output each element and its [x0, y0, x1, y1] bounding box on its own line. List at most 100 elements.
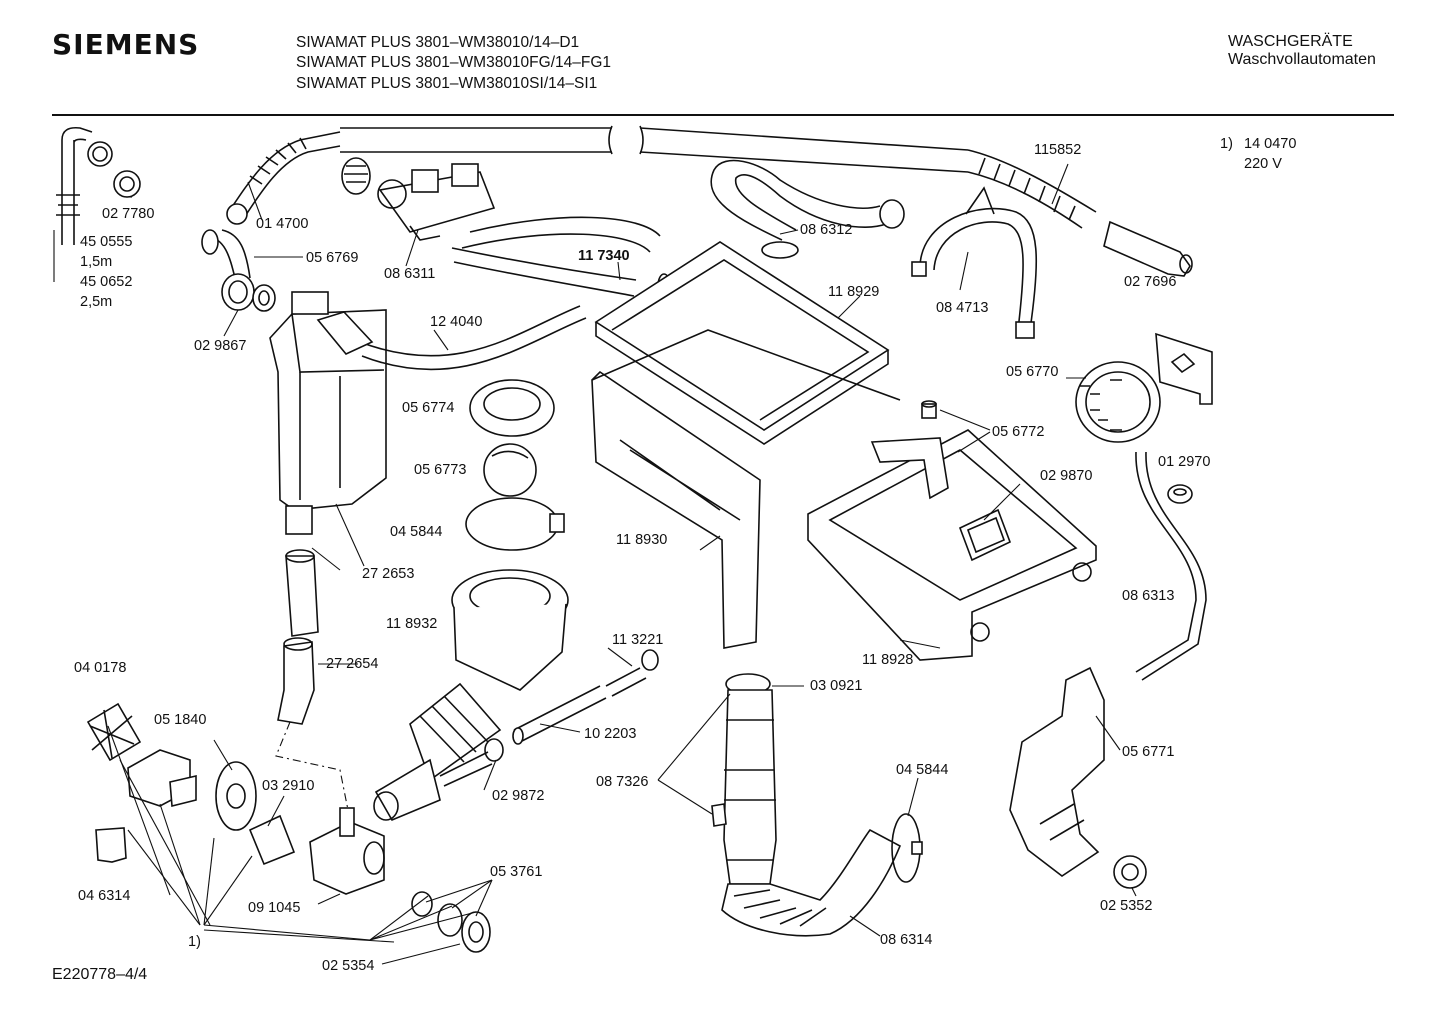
label-051840: 05 1840 — [154, 712, 206, 728]
grommet-025352 — [1113, 855, 1147, 889]
pressure-switch — [1075, 361, 1161, 443]
label-056769: 05 6769 — [306, 250, 358, 266]
label-030921: 03 0921 — [810, 678, 862, 694]
tube-113221 — [605, 649, 659, 697]
label-124040: 12 4040 — [430, 314, 482, 330]
model-line-2: SIWAMAT PLUS 3801–WM38010FG/14–FG1 — [296, 54, 612, 71]
label-118929: 11 8929 — [828, 284, 879, 300]
label-086313: 08 6313 — [1122, 588, 1174, 604]
drain-hose-086314 — [721, 828, 902, 937]
label-102203: 10 2203 — [584, 726, 636, 742]
ball-056773 — [483, 443, 537, 497]
label-027780: 02 7780 — [102, 206, 154, 222]
label-056772: 05 6772 — [992, 424, 1044, 440]
label-046314: 04 6314 — [78, 888, 130, 904]
label-118928: 11 8928 — [862, 652, 913, 668]
valve-hose-117340 — [451, 216, 671, 299]
label-118930: 11 8930 — [616, 532, 667, 548]
label-029867: 02 9867 — [194, 338, 246, 354]
ring-029872 — [439, 738, 504, 787]
label-027696: 02 7696 — [1124, 274, 1176, 290]
motor-block — [127, 749, 197, 808]
label-272654: 27 2654 — [326, 656, 378, 672]
air-chamber — [269, 291, 387, 535]
label-029872: 02 9872 — [492, 788, 544, 804]
valve-filter — [341, 157, 371, 195]
drain-hose-elbow — [53, 126, 113, 282]
footnote-voltage: 220 V — [1244, 156, 1282, 172]
tube-272653 — [285, 549, 319, 637]
label-014700: 01 4700 — [256, 216, 308, 232]
brand-logo: SIEMENS — [52, 28, 200, 61]
label-117340: 11 7340 — [578, 248, 630, 264]
label-056770: 05 6770 — [1006, 364, 1058, 380]
part-labels: 02 7780 45 0555 1,5m 45 0652 2,5m 01 470… — [74, 142, 1210, 974]
corrugated-hose — [226, 131, 341, 225]
fill-hose-long — [340, 125, 969, 173]
hose-bracket-084713 — [911, 186, 1038, 339]
label-113221: 11 3221 — [612, 632, 663, 648]
siphon-insert — [958, 508, 1012, 562]
label-053761: 05 3761 — [490, 864, 542, 880]
label-029870: 02 9870 — [1040, 468, 1092, 484]
sump-118932 — [373, 569, 569, 822]
footnote-part: 14 0470 — [1244, 136, 1296, 152]
label-118932: 11 8932 — [386, 616, 437, 632]
clip-046314 — [95, 827, 127, 863]
label-056774: 05 6774 — [402, 400, 454, 416]
clamp-045844b — [891, 813, 923, 883]
solenoid-valve — [377, 163, 496, 241]
model-line-3: SIWAMAT PLUS 3801–WM38010SI/14–SI1 — [296, 75, 598, 92]
impeller-051840 — [215, 761, 257, 831]
hose-end-fitting — [1103, 220, 1193, 277]
drain-pipe-087326 — [711, 673, 777, 885]
label-032910: 03 2910 — [262, 778, 314, 794]
pressure-switch-bracket — [1155, 332, 1213, 405]
pump-housing-091045 — [309, 807, 385, 895]
hose-08-6312 — [710, 159, 905, 259]
label-note-1: 1) — [188, 934, 201, 950]
label-056773: 05 6773 — [414, 462, 466, 478]
leader-lines — [107, 163, 1137, 965]
grommet-012970 — [1167, 484, 1193, 504]
label-086314: 08 6314 — [880, 932, 932, 948]
label-091045: 09 1045 — [248, 900, 300, 916]
small-screw-056772 — [921, 400, 937, 419]
model-line-1: SIWAMAT PLUS 3801–WM38010/14–D1 — [296, 34, 580, 51]
label-045844-lower: 04 5844 — [896, 762, 948, 778]
clamp-045844a — [465, 497, 565, 551]
label-086311: 08 6311 — [384, 266, 435, 282]
ring-029867 — [221, 273, 276, 312]
label-025354: 02 5354 — [322, 958, 374, 974]
label-084713: 08 4713 — [936, 300, 988, 316]
hose-nut-part — [113, 170, 141, 198]
label-450555: 45 0555 — [80, 234, 132, 250]
label-056771: 05 6771 — [1122, 744, 1174, 760]
label-086312: 08 6312 — [800, 222, 852, 238]
label-272653: 27 2653 — [362, 566, 414, 582]
label-045844-upper: 04 5844 — [390, 524, 442, 540]
label-012970: 01 2970 — [1158, 454, 1210, 470]
tube-124040 — [316, 305, 587, 371]
dispenser-tray-upper — [591, 329, 901, 649]
corrugated-hose-115852 — [967, 149, 1097, 229]
label-087326: 08 7326 — [596, 774, 648, 790]
seals-053761 — [411, 891, 491, 953]
tube-102203 — [512, 685, 607, 745]
drawing-id: E220778–4/4 — [52, 966, 148, 983]
label-len-1-5m: 1,5m — [80, 254, 112, 270]
label-025352: 02 5352 — [1100, 898, 1152, 914]
label-115852: 115852 — [1034, 142, 1081, 158]
label-len-2-5m: 2,5m — [80, 294, 112, 310]
footnote-marker: 1) — [1220, 136, 1233, 152]
label-040178: 04 0178 — [74, 660, 126, 676]
header-rule — [52, 114, 1394, 116]
footnote: 1) 14 0470 220 V — [1220, 136, 1296, 172]
dispenser-cover — [594, 241, 890, 445]
bracket-056771 — [1009, 666, 1105, 877]
pressure-hose-086313 — [1135, 451, 1207, 681]
label-450652: 45 0652 — [80, 274, 132, 290]
category-subtitle: Waschvollautomaten — [1228, 51, 1376, 68]
